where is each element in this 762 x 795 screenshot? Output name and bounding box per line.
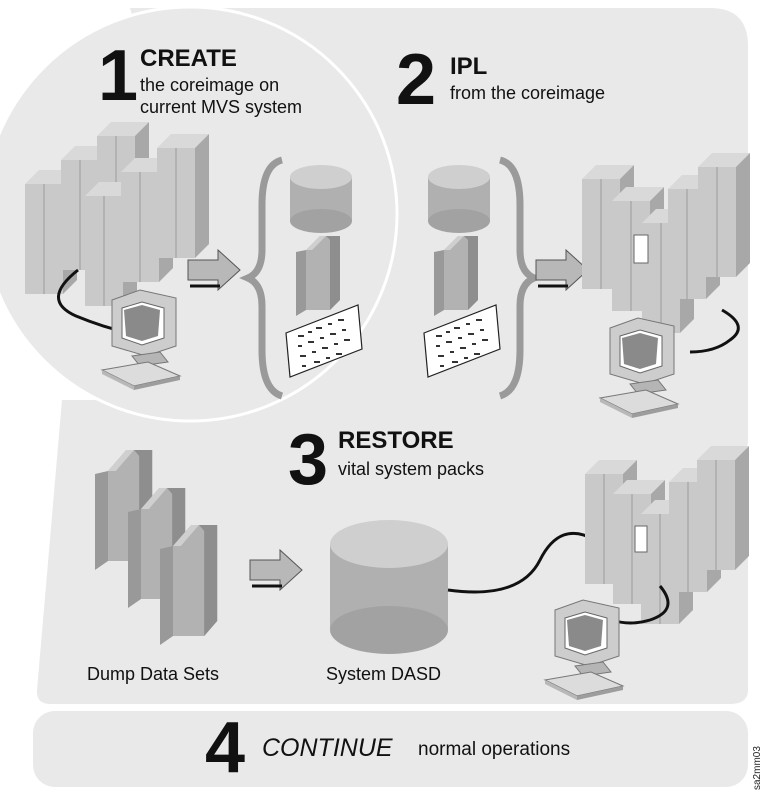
mainframe-icon	[581, 152, 751, 334]
cable	[689, 308, 740, 354]
step-title-ipl: IPL	[450, 53, 488, 80]
disk-icon	[290, 165, 352, 233]
step-number-2: 2	[396, 40, 436, 120]
step-subtitle-restore: vital system packs	[338, 459, 485, 479]
step-subtitle-create-1: the coreimage on	[140, 75, 280, 95]
brace-icon	[239, 156, 284, 400]
disk-icon	[428, 165, 490, 233]
figure-id: sa2mm03	[752, 746, 762, 790]
step-subtitle-create-2: current MVS system	[140, 97, 303, 117]
step-title-restore: RESTORE	[338, 427, 454, 454]
step-number-4: 4	[205, 708, 245, 788]
step-title-continue: CONTINUE	[262, 734, 393, 762]
caption-dump-data-sets: Dump Data Sets	[87, 664, 220, 684]
terminal-icon	[544, 599, 624, 701]
step-subtitle-continue: normal operations	[418, 739, 571, 760]
cable	[447, 531, 596, 594]
mainframe-icon	[584, 445, 750, 625]
step-title-create: CREATE	[140, 45, 237, 72]
step-number-1: 1	[98, 36, 138, 116]
terminal-icon	[599, 317, 679, 419]
step-number-3: 3	[288, 420, 328, 500]
brace-icon	[498, 156, 543, 400]
caption-system-dasd: System DASD	[326, 664, 442, 684]
step-subtitle-ipl: from the coreimage	[450, 83, 606, 103]
cable	[611, 585, 670, 625]
panel-continue	[33, 711, 748, 787]
disk-icon	[330, 520, 448, 654]
terminal-icon	[101, 289, 181, 391]
